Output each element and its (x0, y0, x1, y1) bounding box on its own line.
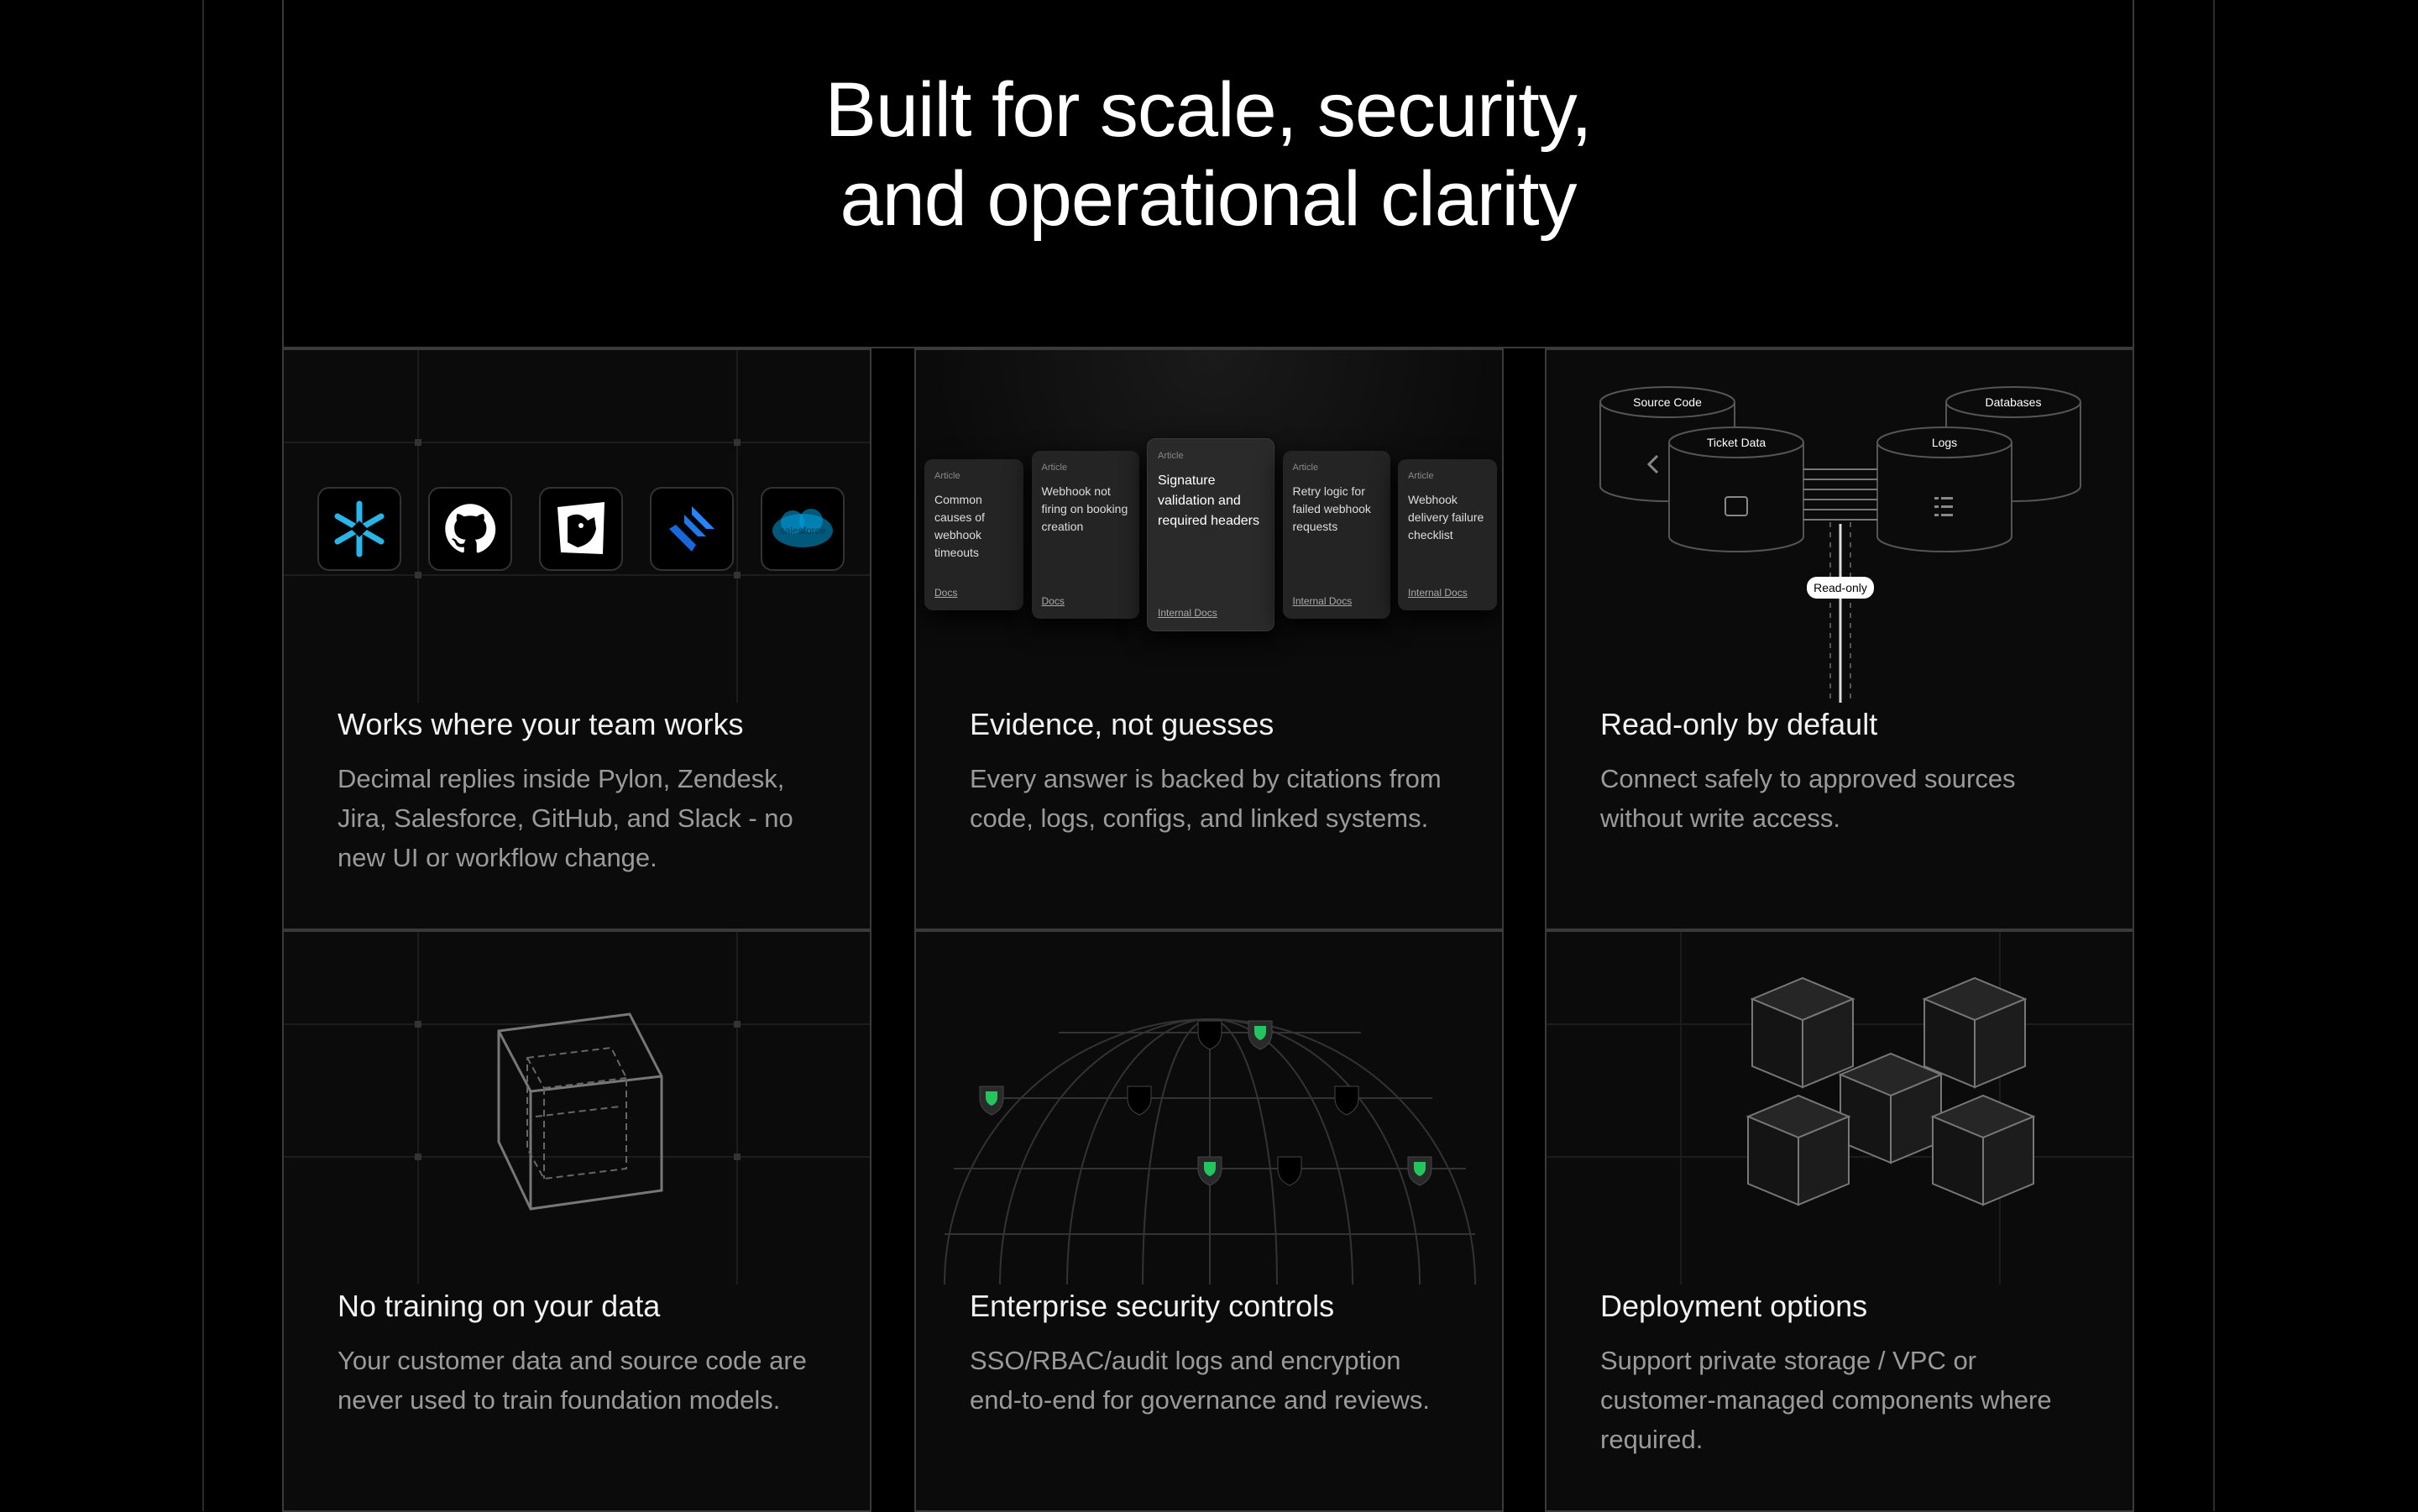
data-sources-illustration: Source Code Ticket Data Logs Databases R… (1599, 386, 2081, 703)
card-type: Article (1408, 471, 1434, 481)
ticket-icon (1725, 496, 1748, 516)
integrations-illustration: salesforce (284, 350, 870, 703)
feature-description: Every answer is backed by citations from… (970, 764, 1442, 833)
card-link[interactable]: Docs (934, 587, 958, 599)
server-cube-icon (1838, 1052, 1944, 1164)
server-cube-icon (1930, 1094, 2036, 1206)
feature-title: Enterprise security controls (970, 1289, 1335, 1323)
shield-check-icon (1414, 1162, 1426, 1176)
frame-line-right-outer (2213, 0, 2215, 1511)
hero-section: Built for scale, security,and operationa… (282, 0, 2134, 348)
feature-description: SSO/RBAC/audit logs and encryption end-t… (970, 1346, 1430, 1415)
server-cube-icon (1750, 976, 1855, 1089)
salesforce-logo: salesforce (761, 487, 845, 571)
shield-check-icon (986, 1091, 997, 1106)
feature-description: Decimal replies inside Pylon, Zendesk, J… (338, 764, 793, 872)
snowflake-logo (317, 487, 401, 571)
title-line-1: Built for scale, security, (824, 67, 1592, 153)
card-title: Signature validation and required header… (1158, 473, 1259, 528)
code-icon (1646, 454, 1659, 474)
node-marker (1197, 1020, 1222, 1050)
node-marker (1277, 1156, 1302, 1186)
card-type: Article (1041, 463, 1068, 473)
feature-title: Read-only by default (1600, 707, 1878, 741)
shield-check-icon (1254, 1026, 1266, 1040)
node-marker (1127, 1086, 1152, 1116)
page-title: Built for scale, security,and operationa… (284, 65, 2133, 243)
feature-title: Works where your team works (338, 707, 744, 741)
read-only-badge (1807, 577, 1874, 599)
card-link[interactable]: Internal Docs (1158, 607, 1217, 619)
feature-card-read-only: Source Code Ticket Data Logs Databases R… (1545, 348, 2134, 930)
title-line-2: and operational clarity (840, 156, 1577, 242)
jira-logo (650, 487, 734, 571)
feature-title: No training on your data (338, 1289, 661, 1323)
feature-description: Your customer data and source code are n… (338, 1346, 807, 1415)
card-type: Article (1158, 451, 1184, 461)
feature-title: Deployment options (1600, 1289, 1868, 1323)
card-title: Retry logic for failed webhook requests (1292, 484, 1371, 533)
datadog-logo (539, 487, 623, 571)
list-icon (1934, 497, 1953, 516)
cube-illustration (284, 932, 870, 1284)
deployment-cubes-illustration (1547, 932, 2133, 1284)
server-cube-icon (1745, 1094, 1851, 1206)
server-cube-icon (1922, 976, 2028, 1089)
shield-check-icon (1204, 1162, 1216, 1176)
source-label: Logs (1932, 436, 1957, 449)
card-link[interactable]: Internal Docs (1408, 587, 1468, 599)
frame-line-left-outer (202, 0, 204, 1511)
globe-illustration (944, 1018, 1476, 1284)
source-label: Source Code (1633, 395, 1702, 409)
card-link[interactable]: Internal Docs (1292, 595, 1353, 607)
source-label: Ticket Data (1707, 436, 1766, 449)
card-title: Common causes of webhook timeouts (934, 493, 985, 559)
feature-description: Support private storage / VPC or custome… (1600, 1346, 2052, 1454)
feature-title: Evidence, not guesses (970, 707, 1274, 741)
card-link[interactable]: Docs (1041, 595, 1065, 607)
read-only-badge-text: Read-only (1814, 581, 1867, 594)
github-logo (428, 487, 512, 571)
source-label: Databases (1986, 395, 2042, 409)
card-type: Article (1292, 463, 1319, 473)
node-marker (1334, 1086, 1359, 1116)
card-title: Webhook delivery failure checklist (1408, 493, 1484, 541)
card-type: Article (934, 471, 960, 481)
salesforce-logo-text: salesforce (780, 525, 826, 536)
card-title: Webhook not firing on booking creation (1041, 484, 1128, 533)
feature-description: Connect safely to approved sources witho… (1600, 764, 2016, 833)
